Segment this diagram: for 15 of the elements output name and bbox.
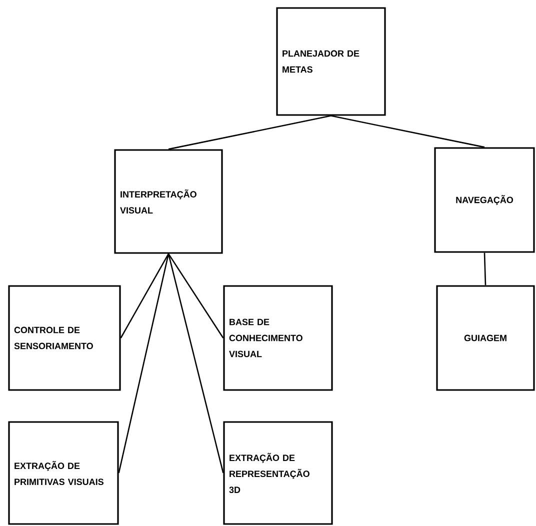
process-box: PLANEJADOR DE METAS (276, 7, 386, 116)
connector-line (168, 253, 224, 338)
connector-line (168, 115, 332, 150)
process-box: EXTRAÇÃO DE PRIMITIVAS VISUAIS (8, 421, 119, 525)
connector-line (330, 115, 485, 148)
process-box: CONTROLE DE SENSORIAMENTO (8, 285, 121, 391)
process-box: EXTRAÇÃO DE REPRESENTAÇÃO 3D (223, 421, 333, 525)
process-box: NAVEGAÇÃO (434, 147, 535, 253)
process-box: BASE DE CONHECIMENTO VISUAL (223, 285, 333, 391)
connector-line (168, 254, 224, 474)
connector-line (118, 254, 170, 474)
process-box: INTERPRETAÇÃO VISUAL (114, 149, 223, 254)
connector-line (120, 253, 170, 338)
process-box: GUIAGEM (436, 285, 535, 391)
connector-line (484, 252, 486, 286)
